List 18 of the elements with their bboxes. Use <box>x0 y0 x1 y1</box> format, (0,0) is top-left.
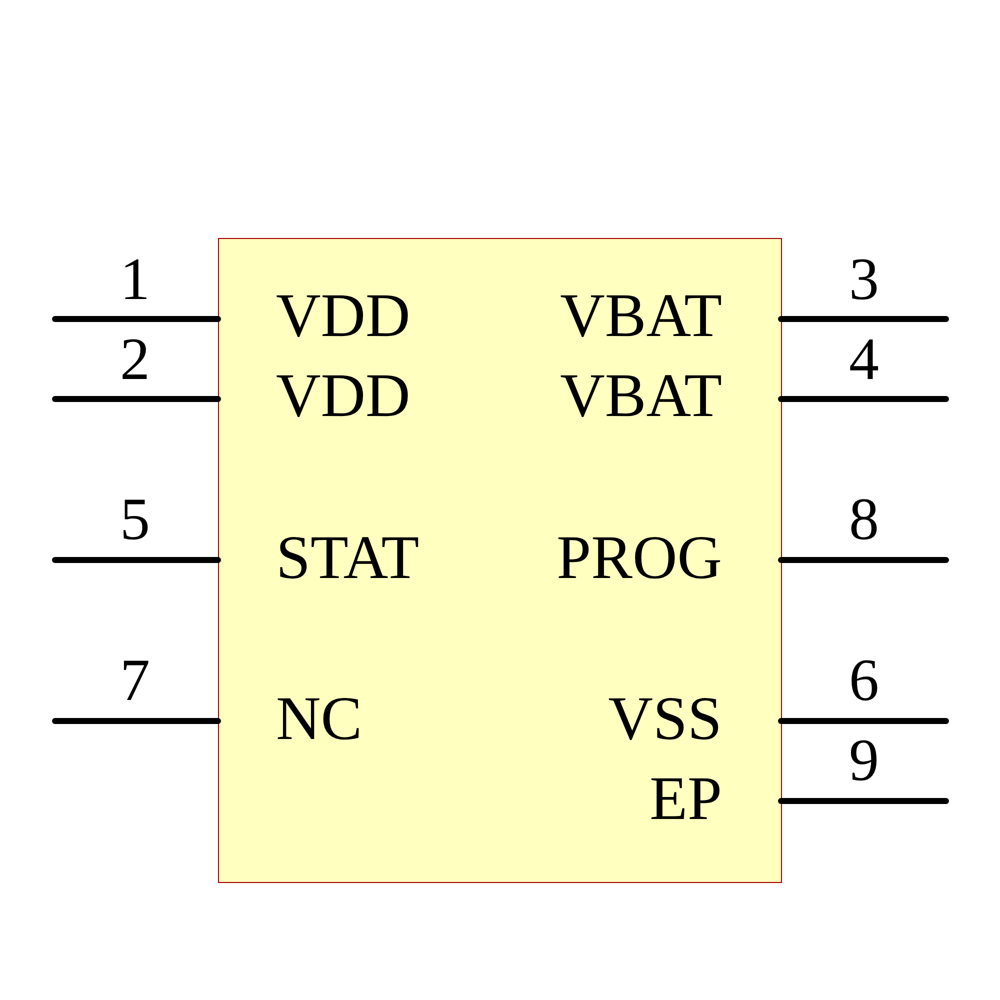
pin-name: VDD <box>276 285 410 347</box>
pin-name: VSS <box>608 688 722 750</box>
pin-name: EP <box>650 768 722 830</box>
pin-name: VDD <box>276 365 410 427</box>
pin-name: STAT <box>276 527 420 589</box>
pin-name: VBAT <box>560 365 722 427</box>
pin-number: 3 <box>849 249 879 309</box>
pin-number: 4 <box>849 329 879 389</box>
pin-name: NC <box>276 688 362 750</box>
pin-number: 5 <box>120 489 150 549</box>
pin-number: 7 <box>120 650 150 710</box>
pin-number: 1 <box>120 249 150 309</box>
pin-number: 8 <box>849 489 879 549</box>
pin-number: 6 <box>849 650 879 710</box>
pin-number: 2 <box>120 329 150 389</box>
pin-name: PROG <box>556 527 722 589</box>
pin-name: VBAT <box>560 285 722 347</box>
pin-number: 9 <box>849 730 879 790</box>
